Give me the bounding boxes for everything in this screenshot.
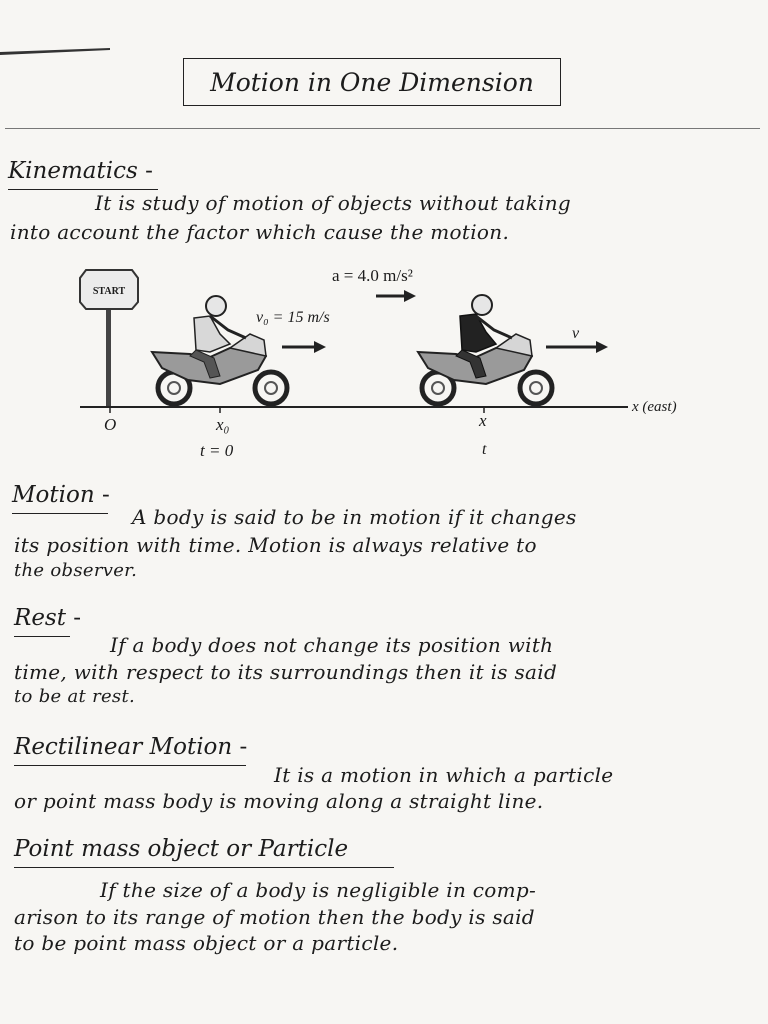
sign-label: START bbox=[93, 286, 126, 297]
motion-line-2: its position with time. Motion is always… bbox=[14, 533, 537, 557]
rest-underline bbox=[14, 635, 70, 637]
page-title: Motion in One Dimension bbox=[183, 58, 561, 106]
motorcycle-figure: START x (east) O x₀ t = 0 x t a = 4.0 m/… bbox=[70, 258, 710, 468]
acceleration-arrow bbox=[376, 290, 416, 302]
x-label: x bbox=[478, 411, 487, 430]
v-arrow bbox=[546, 341, 608, 353]
motion-heading-text: Motion bbox=[12, 482, 95, 508]
v0-label: v₀ = 15 m/s bbox=[256, 309, 330, 326]
motion-heading-dash: - bbox=[101, 482, 110, 508]
rectilinear-line-2: or point mass body is moving along a str… bbox=[14, 789, 544, 813]
rest-line-1: If a body does not change its position w… bbox=[110, 633, 554, 657]
rectilinear-underline bbox=[14, 764, 246, 766]
motion-line-3: the observer. bbox=[14, 560, 138, 581]
rectilinear-heading-dash: - bbox=[239, 734, 248, 760]
rectilinear-heading-text: Rectilinear Motion bbox=[14, 734, 233, 760]
rest-heading: Rest - bbox=[14, 605, 82, 637]
origin-label: O bbox=[104, 415, 116, 434]
kinematics-heading-text: Kinematics bbox=[8, 158, 138, 184]
motion-heading: Motion - bbox=[12, 482, 110, 514]
t0-label: t = 0 bbox=[200, 441, 234, 460]
kinematics-heading: Kinematics - bbox=[8, 158, 158, 190]
x0-label: x₀ bbox=[215, 415, 230, 434]
rectilinear-line-1: It is a motion in which a particle bbox=[274, 763, 614, 787]
acceleration-label: a = 4.0 m/s² bbox=[332, 266, 413, 285]
axis-label: x (east) bbox=[631, 399, 677, 415]
kinematics-line-1: It is study of motion of objects without… bbox=[95, 191, 572, 215]
figure-svg: START x (east) O x₀ t = 0 x t a = 4.0 m/… bbox=[79, 266, 677, 460]
kinematics-line-2: into account the factor which cause the … bbox=[10, 220, 510, 244]
motion-underline bbox=[12, 512, 108, 514]
particle-line-2: arison to its range of motion then the b… bbox=[14, 905, 535, 929]
motorcycle-1-icon bbox=[150, 295, 290, 407]
motorcycle-2-icon bbox=[416, 294, 555, 407]
kinematics-underline bbox=[8, 188, 158, 190]
rest-heading-dash: - bbox=[73, 605, 82, 631]
particle-line-3: to be point mass object or a particle. bbox=[14, 931, 399, 955]
start-sign: START bbox=[79, 269, 139, 407]
rest-line-3: to be at rest. bbox=[14, 686, 136, 707]
particle-underline bbox=[14, 866, 394, 868]
t-label: t bbox=[482, 441, 487, 458]
particle-line-1: If the size of a body is negligible in c… bbox=[100, 878, 537, 902]
particle-heading: Point mass object or Particle bbox=[14, 836, 394, 868]
rest-heading-text: Rest bbox=[14, 605, 66, 631]
motion-line-1: A body is said to be in motion if it cha… bbox=[132, 505, 577, 529]
rectilinear-heading: Rectilinear Motion - bbox=[14, 734, 248, 766]
margin-mark bbox=[0, 48, 110, 55]
v-label: v bbox=[572, 325, 580, 342]
divider-line bbox=[5, 128, 760, 129]
kinematics-heading-dash: - bbox=[145, 158, 153, 184]
particle-heading-text: Point mass object or Particle bbox=[14, 836, 349, 862]
v0-arrow bbox=[282, 341, 326, 353]
rest-line-2: time, with respect to its surroundings t… bbox=[14, 660, 558, 684]
